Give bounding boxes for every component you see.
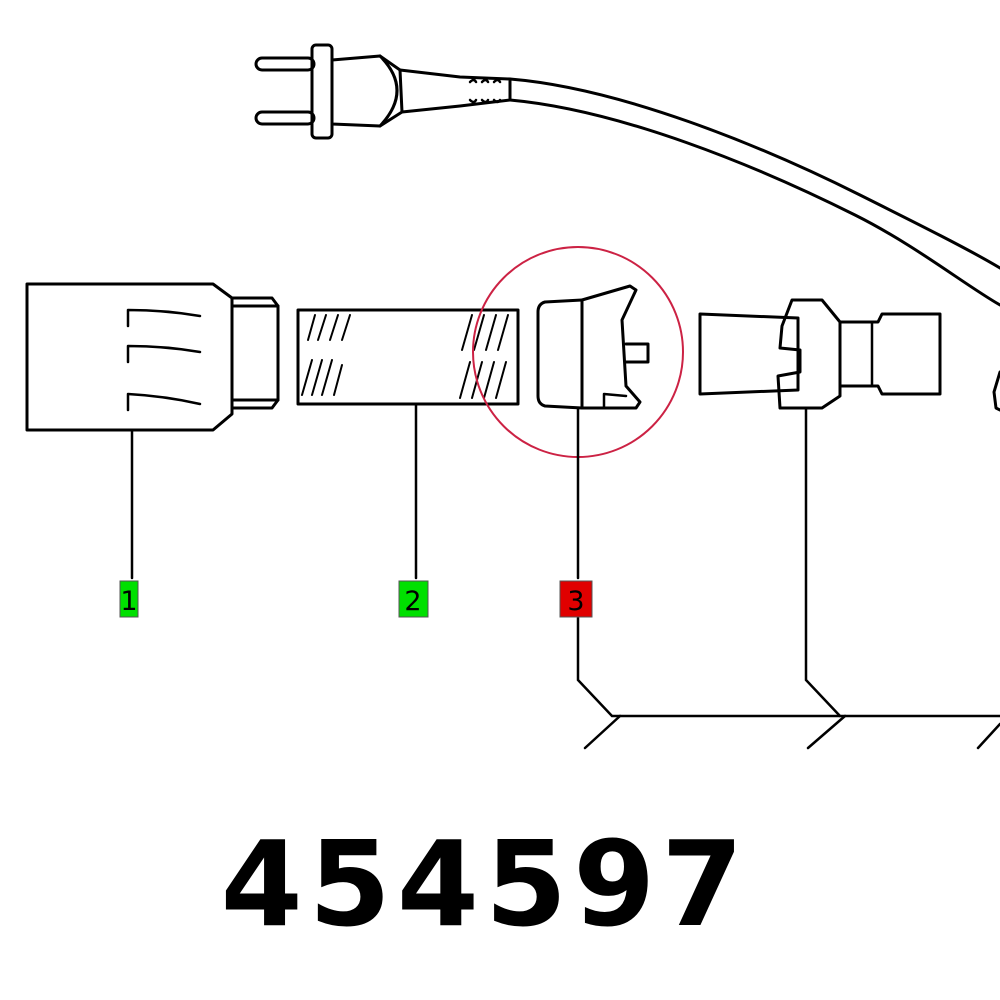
callout-3-number: 3 [567, 586, 584, 617]
part-4-strain-relief-drawing [698, 298, 1000, 412]
callout-2-box [398, 580, 429, 618]
leader-lines [130, 402, 1000, 750]
callout-2[interactable]: 2 [398, 580, 429, 618]
callout-2-number: 2 [404, 586, 421, 617]
part-number: 454597 [220, 815, 750, 953]
part-1-handle-sleeve-drawing [25, 282, 280, 432]
part-3-connector-drawing [536, 284, 650, 410]
callout-1-number: 1 [120, 586, 137, 617]
power-plug-drawing [254, 43, 1000, 307]
callout-1[interactable]: 1 [119, 580, 139, 618]
callout-3[interactable]: 3 [559, 580, 593, 618]
part-2-hatched-tube-drawing [296, 308, 520, 406]
callout-3-box [559, 580, 593, 618]
callout-1-box [119, 580, 139, 618]
